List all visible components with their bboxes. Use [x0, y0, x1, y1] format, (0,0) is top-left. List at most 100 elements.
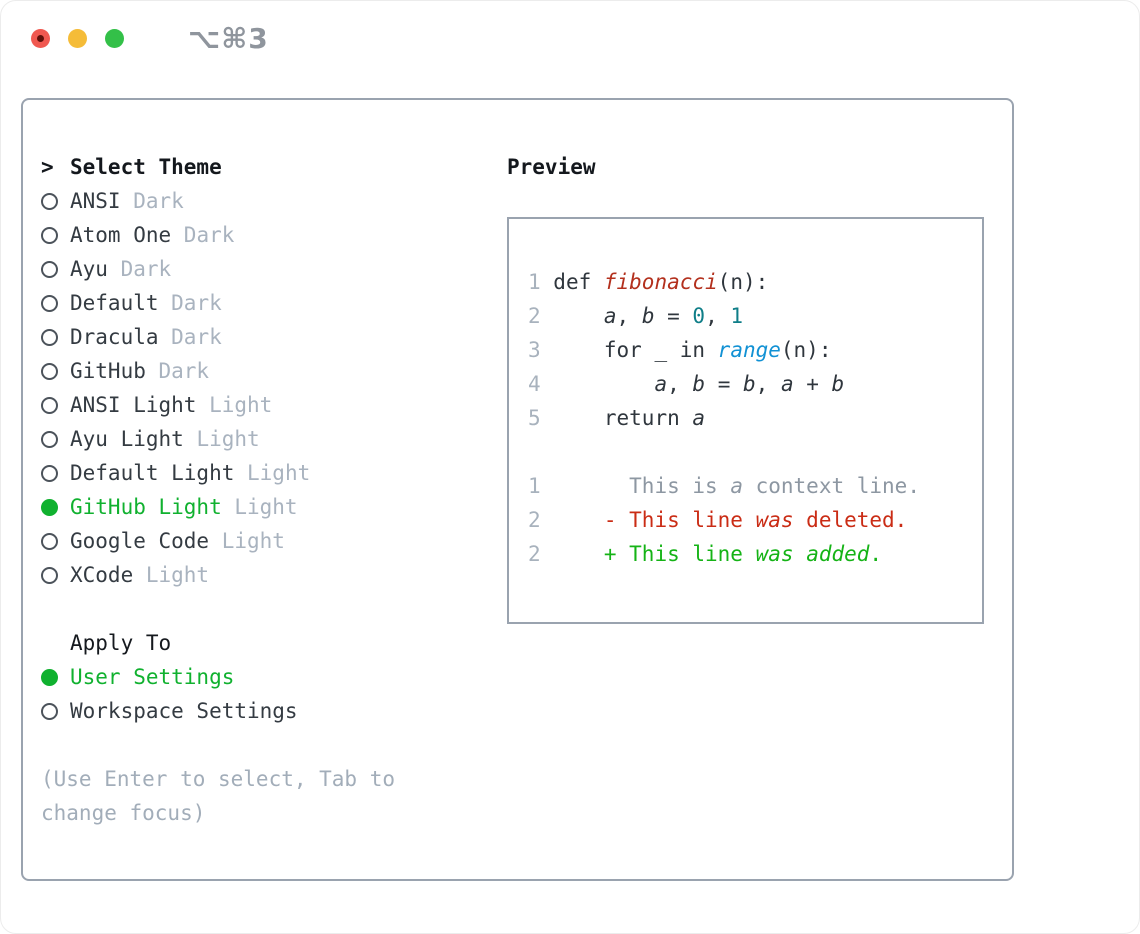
code-token-del: deleted. — [793, 508, 908, 532]
theme-item[interactable]: ANSI Light Light — [41, 388, 507, 422]
code-token-plain: , — [616, 304, 642, 328]
theme-variant-label: Dark — [171, 223, 235, 247]
line-number: 2 — [528, 304, 541, 328]
code-token-plain: for _ in — [540, 338, 718, 362]
radio-icon[interactable] — [41, 260, 58, 278]
line-number: 4 — [528, 372, 541, 396]
code-token-ctx: context line. — [742, 474, 920, 498]
theme-variant-label: Light — [183, 427, 260, 451]
code-token-add — [794, 542, 807, 566]
theme-name: Atom One — [70, 223, 172, 247]
select-theme-title: Select Theme — [70, 155, 222, 179]
code-token-del_i: was — [755, 508, 794, 532]
theme-name: Default — [70, 291, 159, 315]
radio-icon[interactable] — [41, 362, 58, 380]
theme-name: Ayu — [70, 257, 108, 281]
preview-line: 5 return a — [528, 401, 982, 435]
theme-item[interactable]: Google Code Light — [41, 524, 507, 558]
theme-variant-label: Light — [196, 393, 273, 417]
theme-item[interactable]: Ayu Dark — [41, 252, 507, 286]
code-token-var: b — [692, 372, 706, 396]
zoom-button[interactable] — [105, 28, 124, 48]
preview-box: 1 def fibonacci(n): 2 a, b = 0, 1 3 for _ … — [507, 217, 984, 624]
theme-name: Google Code — [70, 529, 210, 553]
radio-icon[interactable] — [41, 566, 58, 584]
theme-variant-label: Light — [209, 529, 285, 553]
code-token-num: 0 — [692, 304, 706, 328]
theme-item[interactable]: Atom One Dark — [41, 218, 507, 252]
theme-item[interactable]: ANSI Dark — [41, 184, 507, 218]
code-token-num: 1 — [730, 304, 744, 328]
radio-icon[interactable] — [41, 328, 58, 346]
theme-name: ANSI — [70, 189, 121, 213]
radio-selected-icon[interactable] — [41, 498, 58, 516]
preview-code: 1 def fibonacci(n): 2 a, b = 0, 1 3 for _ … — [528, 265, 982, 571]
preview-line: 1 def fibonacci(n): — [528, 265, 982, 299]
code-token-plain — [541, 372, 655, 396]
theme-variant-label: Dark — [158, 291, 222, 315]
radio-selected-icon[interactable] — [41, 668, 58, 686]
close-button[interactable] — [31, 28, 50, 48]
radio-icon[interactable] — [41, 532, 58, 550]
code-token-plain: (n): — [717, 270, 769, 294]
theme-item[interactable]: Default Dark — [41, 286, 507, 320]
code-token-var: a — [692, 406, 706, 430]
radio-icon[interactable] — [41, 294, 58, 312]
theme-name: Default Light — [70, 461, 235, 485]
theme-item[interactable]: XCode Light — [41, 558, 507, 592]
apply-option[interactable]: User Settings — [41, 660, 507, 694]
theme-name: XCode — [70, 563, 134, 587]
theme-item[interactable]: Dracula Dark — [41, 320, 507, 354]
code-token-add_i: added — [806, 542, 870, 566]
radio-icon[interactable] — [41, 702, 58, 720]
radio-icon[interactable] — [41, 464, 58, 482]
code-token-plain: = — [654, 304, 693, 328]
radio-icon[interactable] — [41, 226, 58, 244]
theme-item[interactable]: Ayu Light Light — [41, 422, 507, 456]
radio-icon[interactable] — [41, 430, 58, 448]
theme-name: Ayu Light — [70, 427, 184, 451]
line-number: 3 — [528, 338, 541, 362]
code-token-ctx_i: a — [730, 474, 743, 498]
code-token-var: a — [603, 304, 617, 328]
code-token-plain: = — [705, 372, 743, 396]
theme-variant-label: Dark — [158, 325, 222, 349]
radio-icon[interactable] — [41, 396, 58, 414]
theme-variant-label: Light — [133, 563, 210, 587]
apply-option[interactable]: Workspace Settings — [41, 694, 507, 728]
theme-item[interactable]: Default Light Light — [41, 456, 507, 490]
line-number: 2 — [528, 508, 541, 532]
code-token-del: - This line — [540, 508, 756, 532]
titlebar: ⌥⌘3 — [1, 1, 1139, 75]
apply-option-label: User Settings — [70, 665, 235, 689]
minimize-button[interactable] — [68, 28, 87, 48]
code-token-plain: + — [793, 372, 832, 396]
code-token-ctx: This is — [540, 474, 731, 498]
keyboard-hint: (Use Enter to select, Tab to change focu… — [41, 767, 396, 825]
radio-icon[interactable] — [41, 192, 58, 210]
code-token-add: + This line — [540, 542, 756, 566]
window-title: ⌥⌘3 — [188, 21, 269, 55]
preview-line: 3 for _ in range(n): — [528, 333, 982, 367]
theme-item[interactable]: GitHub Light Light — [41, 490, 507, 524]
code-token-var: b — [743, 372, 756, 396]
theme-variant-label: Dark — [145, 359, 210, 383]
theme-name: GitHub Light — [70, 495, 222, 519]
apply-to-header: Apply To — [70, 631, 172, 655]
apply-option-label: Workspace Settings — [70, 699, 298, 723]
code-token-plain: (n): — [780, 338, 832, 362]
code-token-fn: fibonacci — [603, 270, 718, 294]
code-token-plain: , — [667, 372, 693, 396]
theme-variant-label: Dark — [120, 189, 184, 213]
code-token-add_i: was — [755, 542, 794, 566]
theme-item[interactable]: GitHub Dark — [41, 354, 507, 388]
theme-variant-label: Light — [221, 495, 298, 519]
theme-name: ANSI Light — [70, 393, 197, 417]
preview-line: 2 + This line was added. — [528, 537, 982, 571]
preview-line — [528, 435, 982, 469]
line-number: 1 — [528, 474, 541, 498]
code-token-plain: return — [540, 406, 693, 430]
